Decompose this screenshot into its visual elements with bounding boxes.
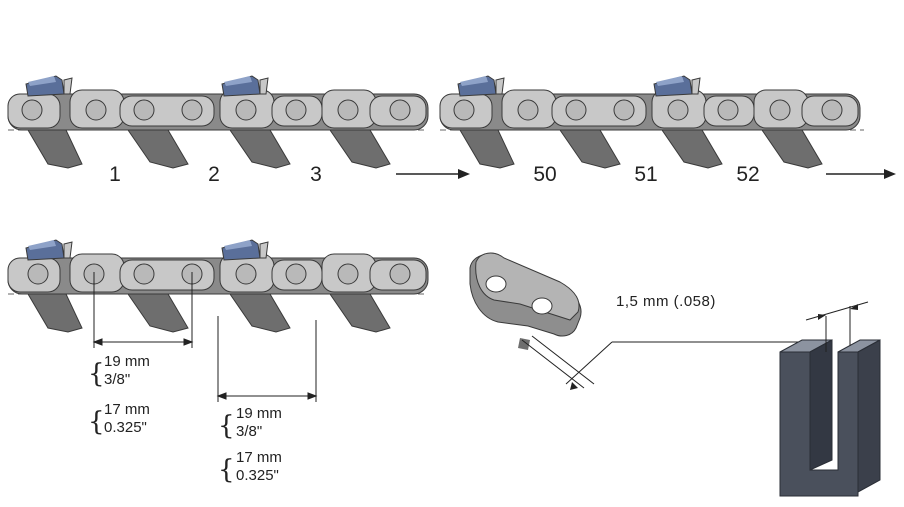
chain-top-right <box>439 75 864 169</box>
arrow-right-icon <box>826 169 896 179</box>
brace-icon: { <box>218 411 235 441</box>
pitch-dimension-a <box>92 272 194 348</box>
pitch-a-in-1: 3/8" <box>104 371 130 388</box>
link-number-3: 3 <box>310 163 322 186</box>
brace-icon: { <box>88 407 105 437</box>
brace-icon: { <box>88 359 105 389</box>
drive-link-3d <box>469 252 824 390</box>
pitch-a-in-2: 0.325" <box>104 419 147 436</box>
pitch-a-mm-2: 17 mm <box>104 401 150 418</box>
bar-groove-3d <box>779 301 881 497</box>
link-number-2: 2 <box>208 163 220 186</box>
pitch-b-in-2: 0.325" <box>236 467 279 484</box>
pitch-dimension-b <box>216 316 318 402</box>
pitch-b-mm-1: 19 mm <box>236 405 282 422</box>
pitch-b-in-1: 3/8" <box>236 423 262 440</box>
brace-icon: { <box>218 455 235 485</box>
link-number-1: 1 <box>109 163 121 186</box>
chain-bottom <box>7 239 429 333</box>
arrow-right-icon <box>396 169 470 179</box>
link-number-50: 50 <box>533 163 556 186</box>
pitch-b-mm-2: 17 mm <box>236 449 282 466</box>
link-number-52: 52 <box>736 163 759 186</box>
link-number-51: 51 <box>634 163 657 186</box>
pitch-a-mm-1: 19 mm <box>104 353 150 370</box>
gauge-label: 1,5 mm (.058) <box>616 293 716 310</box>
chain-top-left <box>7 75 429 169</box>
